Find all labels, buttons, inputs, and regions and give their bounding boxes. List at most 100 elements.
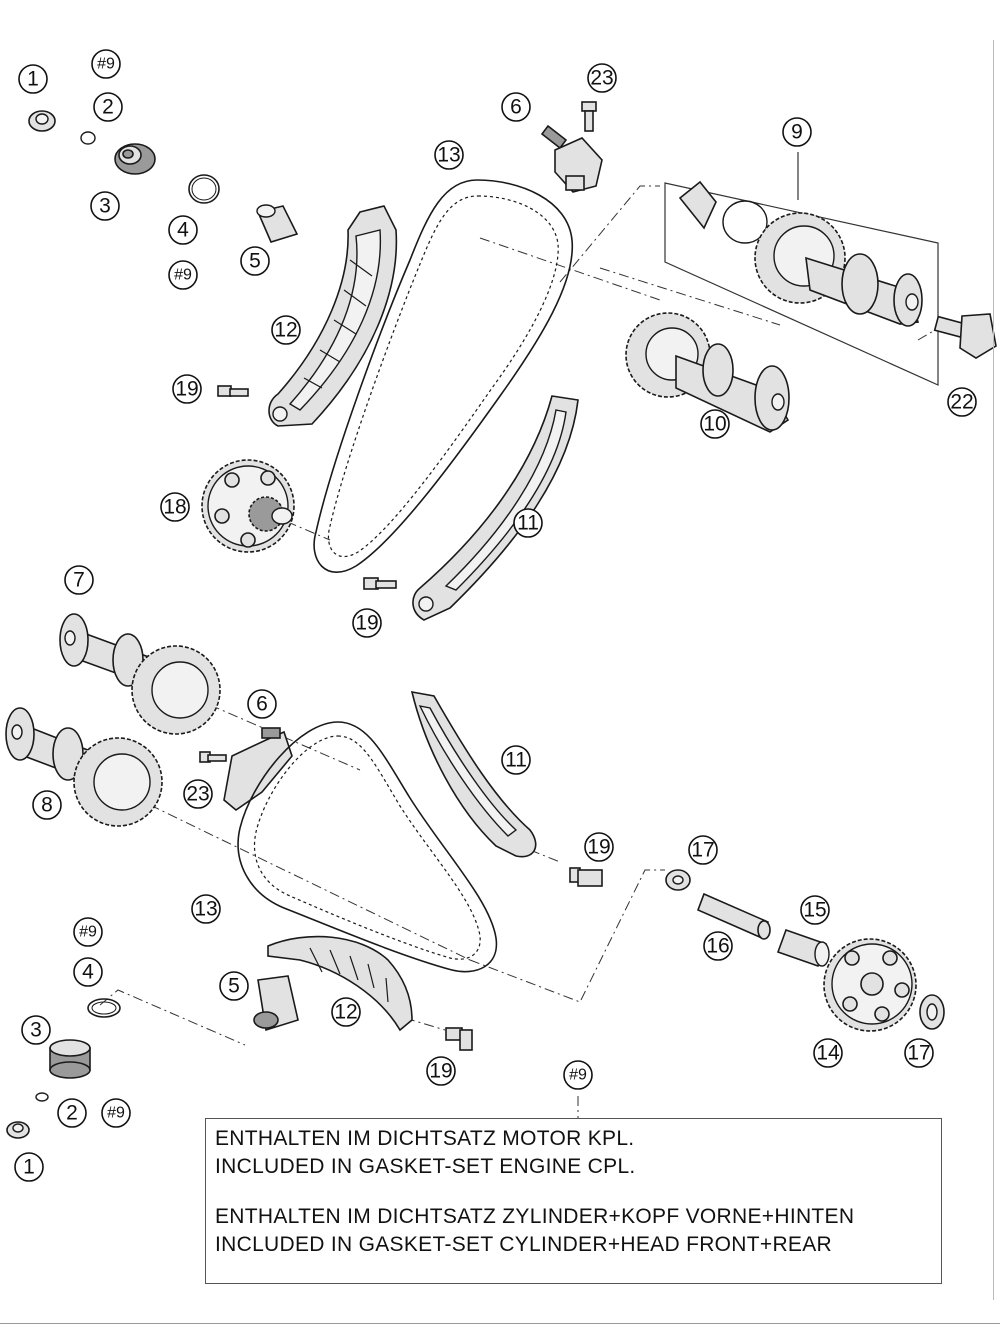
chain-icon: [237, 721, 498, 973]
callout-2-bottom: 2: [57, 1098, 87, 1128]
nut-icon: [6, 1121, 30, 1139]
bolt-icon: [363, 577, 397, 590]
note-line-de-cylinder: ENTHALTEN IM DICHTSATZ ZYLINDER+KOPF VOR…: [215, 1205, 855, 1228]
svg-text:12: 12: [274, 319, 297, 342]
camshaft-icon: [625, 312, 790, 433]
svg-text:11: 11: [517, 512, 539, 535]
sprocket-icon: [201, 459, 295, 553]
callout-19-d: 19: [426, 1056, 456, 1086]
bolt-icon: [569, 867, 603, 887]
o-ring-icon: [87, 998, 121, 1018]
svg-text:4: 4: [177, 219, 189, 242]
svg-text:19: 19: [429, 1060, 452, 1083]
callout-16: 16: [703, 931, 733, 961]
callout-23-top: 23: [587, 63, 617, 93]
guide-rail-icon: [267, 935, 413, 1032]
o-ring-icon: [188, 174, 220, 204]
callout-9-ref-top: #9: [91, 49, 121, 79]
camshaft-icon: [59, 613, 221, 735]
svg-text:4: 4: [82, 961, 94, 984]
camshaft-assembly-frame: [664, 152, 939, 386]
svg-text:#9: #9: [569, 1067, 587, 1084]
callout-23-bottom: 23: [183, 779, 213, 809]
plug-icon: [49, 1039, 91, 1079]
sleeve-icon: [776, 928, 830, 968]
note-line-en-engine: INCLUDED IN GASKET-SET ENGINE CPL.: [215, 1155, 636, 1178]
svg-text:2: 2: [102, 96, 114, 119]
svg-text:17: 17: [691, 839, 714, 862]
callout-13-top: 13: [434, 140, 464, 170]
svg-text:6: 6: [510, 96, 522, 119]
sensor-icon: [933, 313, 997, 359]
callout-13-bottom: 13: [191, 894, 221, 924]
guide-rail-icon: [410, 690, 537, 858]
svg-text:3: 3: [99, 195, 111, 218]
svg-text:23: 23: [590, 67, 613, 90]
guide-rail-icon: [412, 395, 579, 621]
svg-text:#9: #9: [97, 56, 115, 73]
note-spacer: [215, 1181, 941, 1203]
o-ring-icon: [80, 131, 96, 145]
callout-17-b: 17: [904, 1038, 934, 1068]
svg-text:#9: #9: [79, 924, 97, 941]
camshaft-icon: [5, 707, 163, 827]
bolt-icon: [581, 101, 597, 132]
callout-2-top: 2: [93, 92, 123, 122]
gasket-set-note: ENTHALTEN IM DICHTSATZ MOTOR KPL. INCLUD…: [205, 1118, 942, 1284]
svg-text:2: 2: [66, 1102, 78, 1125]
o-ring-icon: [35, 1092, 49, 1102]
callout-19-c: 19: [584, 832, 614, 862]
callout-1-bottom: 1: [14, 1152, 44, 1182]
svg-text:15: 15: [803, 899, 826, 922]
svg-text:#9: #9: [107, 1105, 125, 1122]
svg-text:3: 3: [30, 1019, 42, 1042]
callout-9-note: #9: [563, 1060, 593, 1090]
svg-text:12: 12: [334, 1001, 357, 1024]
svg-text:9: 9: [791, 121, 803, 144]
callout-9-ref-bottom-b: #9: [101, 1098, 131, 1128]
callout-6-top: 6: [501, 92, 531, 122]
chain-icon: [313, 179, 574, 573]
callout-12-bottom: 12: [331, 997, 361, 1027]
sensor-icon: [540, 124, 603, 193]
nut-icon: [28, 110, 56, 132]
washer-icon: [665, 869, 691, 891]
svg-text:13: 13: [194, 898, 217, 921]
plug-icon: [114, 143, 156, 175]
callout-19-b: 19: [352, 608, 382, 638]
svg-text:7: 7: [73, 569, 85, 592]
page-edge-rule: [993, 40, 994, 1300]
svg-text:13: 13: [437, 144, 460, 167]
callout-4-bottom: 4: [73, 957, 103, 987]
page-bottom-rule: [0, 1323, 1000, 1324]
svg-text:23: 23: [186, 783, 209, 806]
callout-9-ref-top-b: #9: [168, 260, 198, 290]
svg-text:17: 17: [907, 1042, 930, 1065]
callout-12-top: 12: [271, 315, 301, 345]
callout-3-bottom: 3: [21, 1015, 51, 1045]
callout-5-top: 5: [240, 246, 270, 276]
callout-1-top: 1: [18, 64, 48, 94]
callout-7: 7: [64, 565, 94, 595]
svg-text:#9: #9: [174, 267, 192, 284]
callout-5-bottom: 5: [219, 971, 249, 1001]
svg-text:8: 8: [41, 794, 53, 817]
callout-14: 14: [813, 1038, 843, 1068]
washer-icon: [919, 994, 945, 1030]
callout-9-ref-bottom: #9: [73, 917, 103, 947]
svg-text:10: 10: [703, 413, 726, 436]
callout-11-top: 11: [513, 508, 543, 538]
sprocket-icon: [823, 938, 917, 1032]
svg-text:5: 5: [228, 975, 240, 998]
callout-4-top: 4: [168, 215, 198, 245]
svg-text:19: 19: [175, 378, 198, 401]
sleeve-icon: [696, 892, 771, 940]
svg-text:18: 18: [163, 496, 186, 519]
bolt-icon: [199, 751, 227, 763]
callout-9-box: 9: [782, 117, 812, 147]
callout-10: 10: [700, 409, 730, 439]
callout-19-a: 19: [172, 374, 202, 404]
callout-17-a: 17: [688, 835, 718, 865]
callout-11-bottom: 11: [501, 745, 531, 775]
svg-text:1: 1: [27, 68, 39, 91]
